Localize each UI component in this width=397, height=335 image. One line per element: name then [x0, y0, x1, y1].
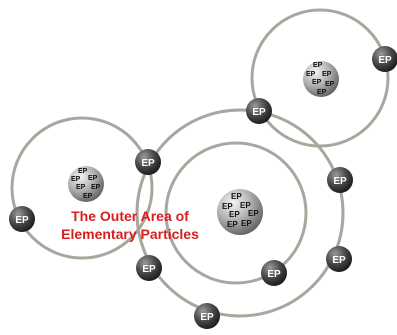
nucleus-label: EP — [313, 62, 323, 69]
caption-line2: Elementary Particles — [61, 226, 199, 242]
svg-text:EP: EP — [333, 176, 347, 187]
particle-bottom: EP — [194, 303, 220, 329]
nucleus-label: EP — [317, 89, 327, 96]
nucleus-label: EP — [227, 220, 238, 229]
particle-left-edge: EP — [9, 206, 35, 232]
nucleus-center: EP EP EP EP EP EP EP — [217, 189, 263, 235]
svg-text:EP: EP — [200, 312, 214, 323]
nucleus-label: EP — [71, 176, 81, 183]
svg-text:EP: EP — [378, 55, 392, 66]
nucleus-label: EP — [248, 209, 259, 218]
caption-line1: The Outer Area of — [71, 208, 189, 224]
nucleus-top-right: EP EP EP EP EP EP — [303, 61, 339, 97]
particle-right-lower: EP — [326, 246, 352, 272]
particle-top-right-edge: EP — [372, 46, 397, 72]
nucleus-label: EP — [83, 193, 93, 200]
nucleus-label: EP — [322, 71, 332, 78]
svg-text:EP: EP — [15, 215, 29, 226]
svg-text:EP: EP — [142, 264, 156, 275]
svg-text:EP: EP — [267, 269, 281, 280]
svg-text:EP: EP — [252, 107, 266, 118]
nucleus-label: EP — [306, 71, 316, 78]
svg-text:EP: EP — [332, 255, 346, 266]
nucleus-label: EP — [241, 219, 252, 228]
nucleus-label: EP — [231, 192, 242, 201]
nucleus-left: EP EP EP EP EP EP — [68, 166, 104, 202]
orbits — [12, 10, 388, 316]
nucleus-label: EP — [91, 184, 101, 191]
nucleus-label: EP — [312, 79, 322, 86]
particle-lower-left: EP — [136, 255, 162, 281]
orbit-particles: EP EP EP EP EP EP EP EP — [9, 46, 397, 329]
nucleus-label: EP — [229, 210, 240, 219]
particle-junction-left: EP — [135, 149, 161, 175]
svg-text:EP: EP — [141, 158, 155, 169]
particle-right-upper: EP — [327, 167, 353, 193]
caption: The Outer Area of Elementary Particles — [61, 208, 199, 242]
nucleus-label: EP — [325, 81, 335, 88]
particle-junction-top: EP — [246, 98, 272, 124]
nucleus-label: EP — [76, 184, 86, 191]
nucleus-label: EP — [78, 168, 88, 175]
nucleus-label: EP — [88, 175, 98, 182]
particle-inner-orbit: EP — [261, 260, 287, 286]
